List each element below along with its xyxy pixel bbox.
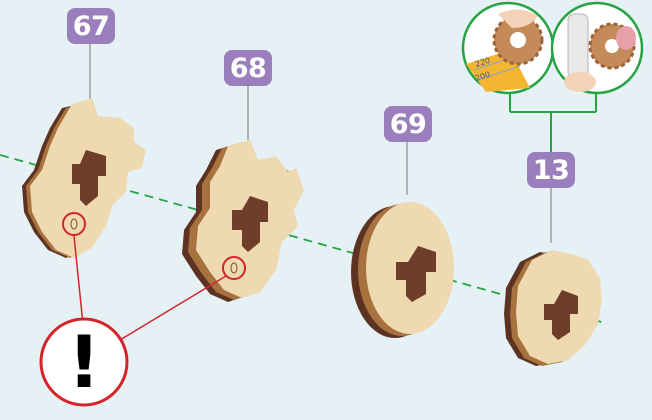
- part-69-label: 69: [384, 106, 432, 142]
- part-67-shape: [22, 98, 146, 258]
- part-13-shape: [504, 250, 602, 366]
- warning-icon: !: [64, 322, 104, 402]
- part-13-label: 13: [527, 152, 575, 188]
- inset-bracket: [510, 92, 596, 155]
- inset-gear-right: [552, 3, 642, 93]
- part-68-shape: [182, 140, 304, 302]
- part-69-shape: [351, 202, 454, 338]
- part-67-label: 67: [67, 8, 115, 44]
- part-68-label: 68: [224, 50, 272, 86]
